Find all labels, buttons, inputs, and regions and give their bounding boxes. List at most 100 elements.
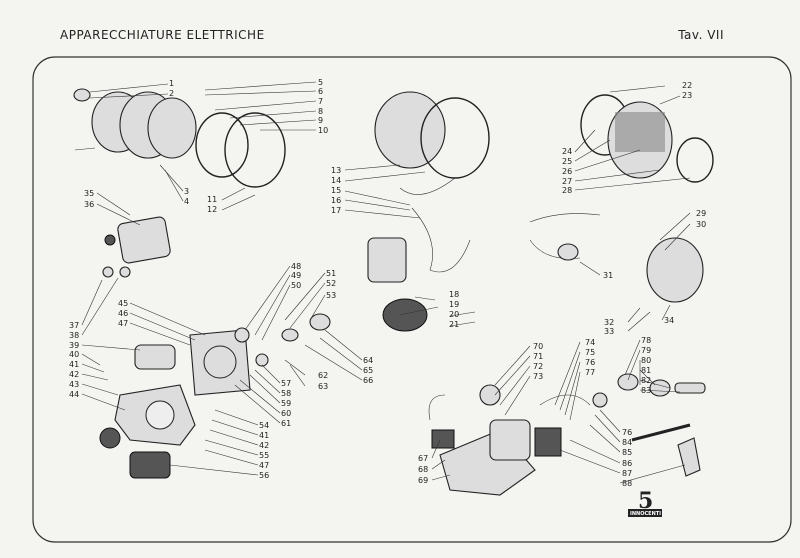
- callout: 5: [318, 78, 323, 87]
- callout: 17: [331, 206, 341, 215]
- callout: 45: [118, 299, 128, 308]
- plate-number: Tav. VII: [678, 28, 724, 42]
- callout: 46: [118, 309, 128, 318]
- callout: 79: [641, 346, 651, 355]
- callout: 20: [449, 310, 459, 319]
- callout: 80: [641, 356, 651, 365]
- callout: 42: [69, 370, 79, 379]
- callout: 26: [562, 167, 572, 176]
- callout: 72: [533, 362, 543, 371]
- callout: 66: [363, 376, 373, 385]
- generator-assembly: [428, 373, 706, 496]
- callout: 23: [682, 91, 692, 100]
- callout: 76: [622, 428, 632, 437]
- callout: 2: [169, 89, 174, 98]
- logo-text: INNOCENTI: [630, 511, 661, 517]
- callout: 8: [318, 107, 323, 116]
- callout: 68: [418, 465, 428, 474]
- diagram-frame: [32, 56, 792, 543]
- callout: 81: [641, 366, 651, 375]
- callout: 53: [326, 291, 336, 300]
- callout: 11: [207, 195, 217, 204]
- callout: 3: [184, 187, 189, 196]
- callout: 73: [533, 372, 543, 381]
- callout: 39: [69, 341, 79, 350]
- callout: 61: [281, 419, 291, 428]
- callout: 49: [291, 271, 301, 280]
- callout: 4: [184, 197, 189, 206]
- callout: 52: [326, 279, 336, 288]
- callout: 33: [604, 327, 614, 336]
- callout: 50: [291, 281, 301, 290]
- callout: 42: [259, 441, 269, 450]
- callout: 44: [69, 390, 79, 399]
- callout: 37: [69, 321, 79, 330]
- callout: 55: [259, 451, 269, 460]
- callout: 32: [604, 318, 614, 327]
- callout: 31: [603, 271, 613, 280]
- callout: 60: [281, 409, 291, 418]
- callout: 34: [664, 316, 674, 325]
- callout: 77: [585, 368, 595, 377]
- callout: 83: [641, 386, 651, 395]
- callout: 43: [69, 380, 79, 389]
- callout: 25: [562, 157, 572, 166]
- callout: 78: [641, 336, 651, 345]
- callout: 88: [622, 479, 632, 488]
- callout: 48: [291, 262, 301, 271]
- callout: 9: [318, 116, 323, 125]
- callout: 13: [331, 166, 341, 175]
- callout: 65: [363, 366, 373, 375]
- callout: 6: [318, 87, 323, 96]
- callout: 84: [622, 438, 632, 447]
- callout: 7: [318, 97, 323, 106]
- callout: 12: [207, 205, 217, 214]
- page-title: APPARECCHIATURE ELETTRICHE: [60, 28, 265, 42]
- callout: 56: [259, 471, 269, 480]
- callout: 41: [259, 431, 269, 440]
- callout: 51: [326, 269, 336, 278]
- callout: 86: [622, 459, 632, 468]
- callout: 30: [696, 220, 706, 229]
- callout: 40: [69, 350, 79, 359]
- magneto-assembly: [99, 313, 331, 479]
- callout: 16: [331, 196, 341, 205]
- callout: 22: [682, 81, 692, 90]
- callout: 15: [331, 186, 341, 195]
- callout: 69: [418, 476, 428, 485]
- callout: 47: [118, 319, 128, 328]
- callout: 24: [562, 147, 572, 156]
- callout: 58: [281, 389, 291, 398]
- callout: 74: [585, 338, 595, 347]
- callout: 21: [449, 320, 459, 329]
- headlamp-assembly: [73, 88, 286, 188]
- callout: 35: [84, 189, 94, 198]
- callout: 76: [585, 358, 595, 367]
- callout: 67: [418, 454, 428, 463]
- horn-assembly: [529, 94, 714, 303]
- callout: 28: [562, 186, 572, 195]
- innocenti-logo: 5 INNOCENTI: [628, 488, 662, 517]
- callout: 18: [449, 290, 459, 299]
- callout: 27: [562, 177, 572, 186]
- callout: 41: [69, 360, 79, 369]
- callout: 36: [84, 200, 94, 209]
- callout: 57: [281, 379, 291, 388]
- callout: 29: [696, 209, 706, 218]
- callout: 38: [69, 331, 79, 340]
- callout: 64: [363, 356, 373, 365]
- callout: 75: [585, 348, 595, 357]
- callout: 62: [318, 371, 328, 380]
- callout: 85: [622, 448, 632, 457]
- switch-assembly: [102, 216, 171, 278]
- tail-lamp-assembly: [367, 91, 490, 332]
- callout: 63: [318, 382, 328, 391]
- callout: 59: [281, 399, 291, 408]
- callout: 71: [533, 352, 543, 361]
- callout: 1: [169, 79, 174, 88]
- callout: 82: [641, 376, 651, 385]
- callout: 47: [259, 461, 269, 470]
- callout: 19: [449, 300, 459, 309]
- logo-digit: 5: [638, 488, 653, 514]
- callout: 70: [533, 342, 543, 351]
